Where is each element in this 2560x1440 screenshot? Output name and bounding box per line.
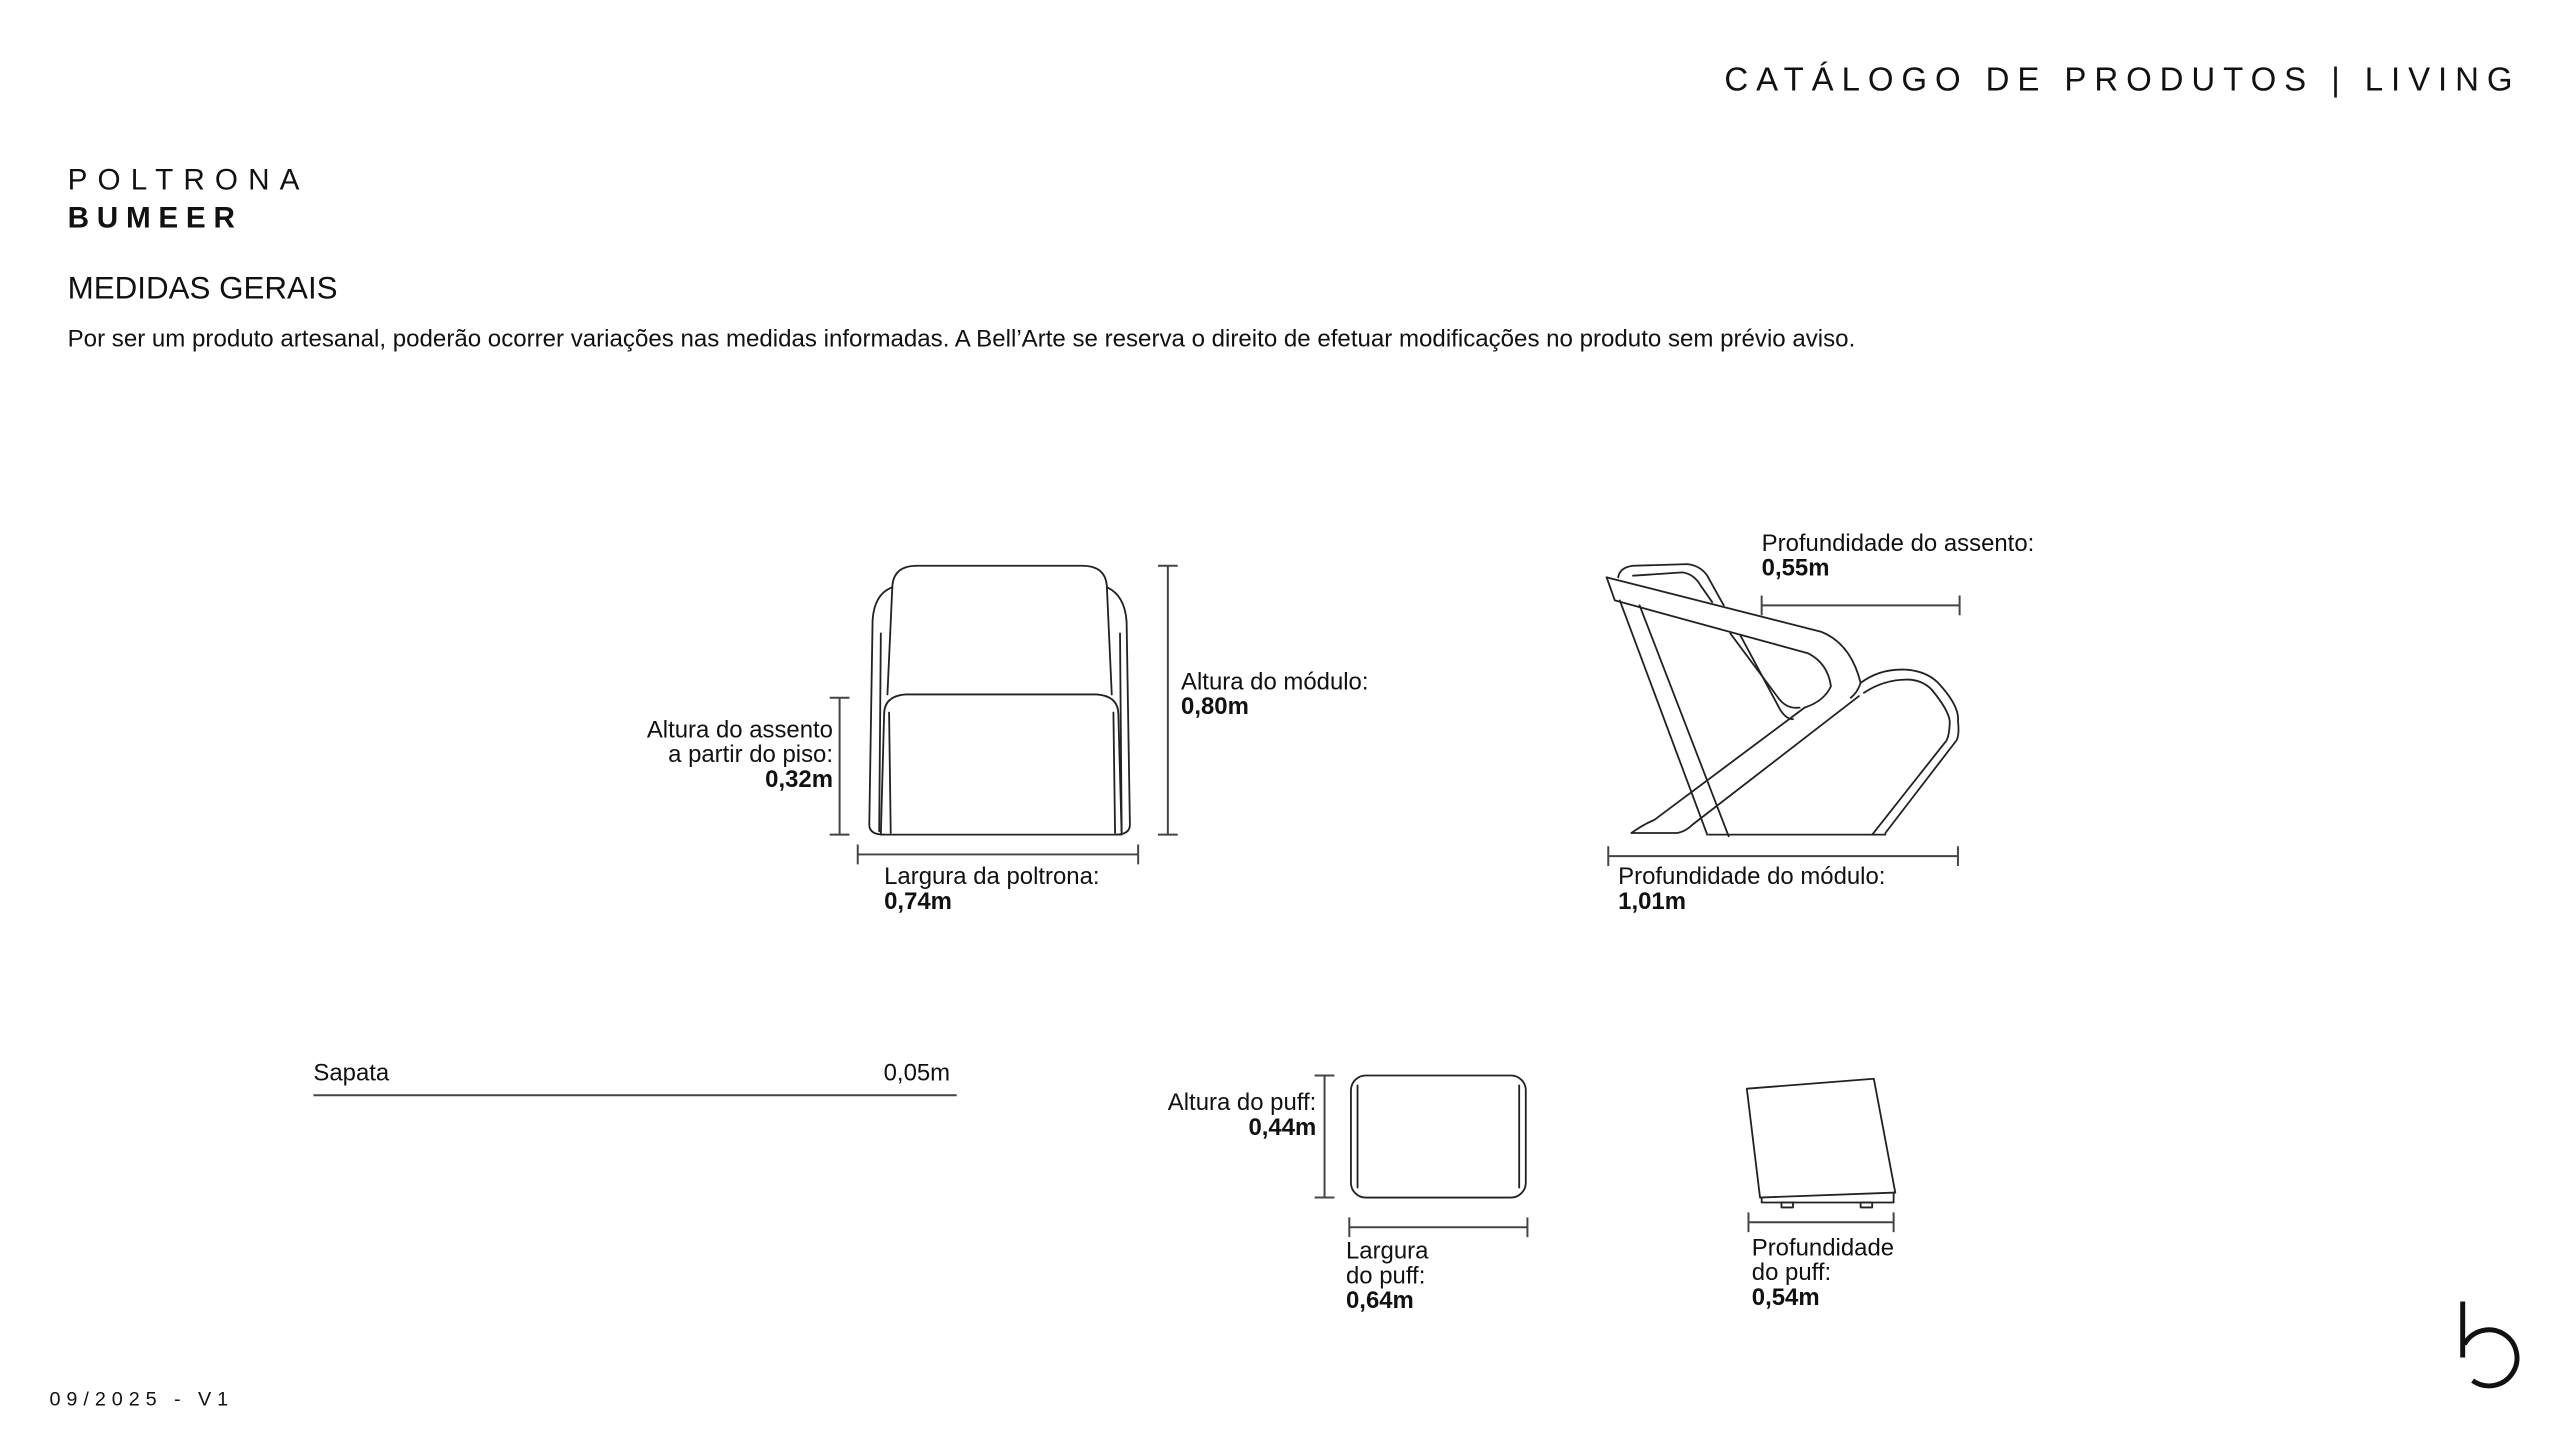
brand-logo-icon <box>2460 1301 2520 1389</box>
seat-depth-caption: Profundidade do assento: <box>1761 531 2035 558</box>
spec-row-value: 0,05m <box>883 1060 951 1088</box>
armchair-front-view <box>868 564 1131 836</box>
puff-height-label: Altura do puff: 0,44m <box>1167 1090 1317 1142</box>
puff-side-view <box>1745 1077 1897 1209</box>
seat-height-value: 0,32m <box>765 767 833 794</box>
spec-row-label: Sapata <box>313 1060 390 1088</box>
catalog-header: CATÁLOGO DE PRODUTOS | LIVING <box>1724 62 2521 99</box>
puff-depth-value: 0,54m <box>1751 1284 1820 1312</box>
version-footer: 09/2025 - V1 <box>49 1387 235 1411</box>
seat-depth-label: Profundidade do assento: 0,55m <box>1761 531 2035 583</box>
module-height-dimension <box>1157 564 1178 836</box>
puff-width-dimension <box>1348 1217 1529 1238</box>
armchair-side-view <box>1605 563 1960 838</box>
product-name: BUMEER <box>67 201 243 235</box>
seat-depth-dimension <box>1760 595 1961 616</box>
module-depth-dimension <box>1607 846 1959 866</box>
module-height-value: 0,80m <box>1181 694 1249 721</box>
module-height-label: Altura do módulo: 0,80m <box>1181 671 1368 720</box>
disclaimer-text: Por ser um produto artesanal, poderão oc… <box>67 326 1856 353</box>
puff-depth-label: Profundidade do puff: 0,54m <box>1751 1235 1895 1312</box>
puff-width-label: Largura do puff: 0,64m <box>1346 1240 1428 1314</box>
module-depth-label: Profundidade do módulo: 1,01m <box>1618 864 1886 916</box>
seat-height-label: Altura do assento a partir do piso: 0,32… <box>646 717 833 794</box>
seat-height-caption-1: Altura do assento <box>646 717 833 744</box>
chair-width-label: Largura da poltrona: 0,74m <box>884 864 1100 916</box>
seat-depth-value: 0,55m <box>1761 555 1830 583</box>
module-height-caption: Altura do módulo: <box>1181 669 1369 697</box>
puff-width-value: 0,64m <box>1345 1288 1414 1315</box>
chair-width-caption: Largura da poltrona: <box>884 864 1100 891</box>
puff-width-caption-2: do puff: <box>1345 1263 1426 1290</box>
puff-width-caption-1: Largura <box>1345 1238 1429 1266</box>
puff-height-caption: Altura do puff: <box>1167 1090 1317 1117</box>
seat-height-dimension <box>829 696 850 836</box>
puff-depth-dimension <box>1747 1212 1895 1233</box>
module-depth-value: 1,01m <box>1618 889 1686 916</box>
puff-depth-caption-1: Profundidade <box>1751 1235 1895 1262</box>
section-title: MEDIDAS GERAIS <box>67 272 338 307</box>
puff-height-dimension <box>1314 1074 1335 1199</box>
seat-height-caption-2: a partir do piso: <box>668 742 833 769</box>
chair-width-value: 0,74m <box>884 889 952 916</box>
product-category: POLTRONA <box>67 163 310 197</box>
module-depth-caption: Profundidade do módulo: <box>1618 864 1886 891</box>
chair-width-dimension <box>856 844 1140 865</box>
puff-depth-caption-2: do puff: <box>1751 1260 1832 1287</box>
puff-height-value: 0,44m <box>1248 1115 1317 1142</box>
puff-front-view <box>1350 1074 1527 1199</box>
